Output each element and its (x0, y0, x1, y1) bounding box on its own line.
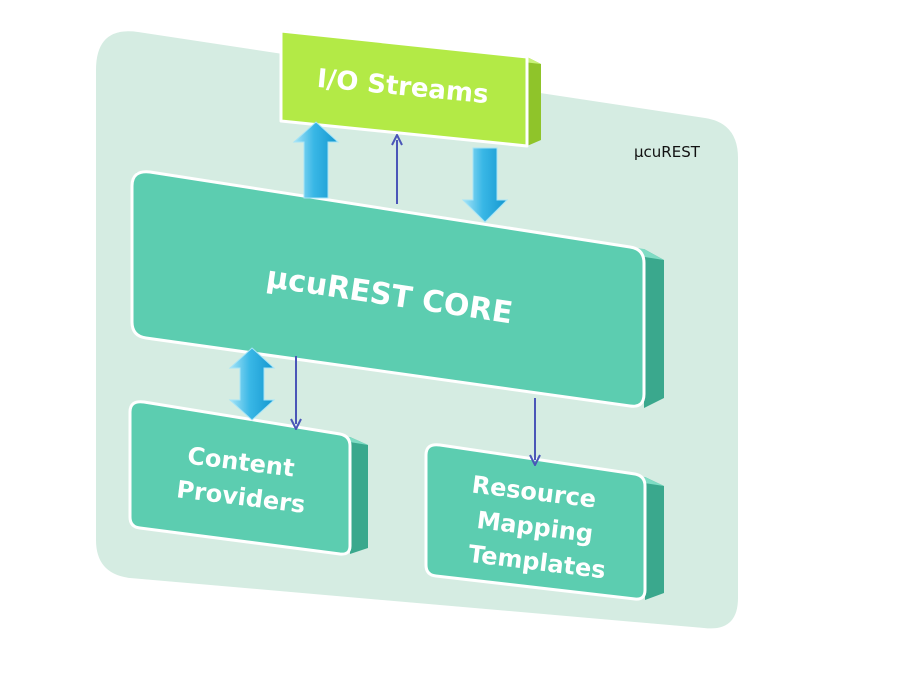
io-streams-box-front (279, 29, 529, 148)
content-providers-box-front (128, 400, 352, 556)
io-streams-box[interactable]: I/O Streams (279, 29, 541, 148)
core-box[interactable]: µcuREST CORE (130, 170, 664, 408)
core-box-front (130, 170, 646, 408)
core-content-providers-bidirectional-arrow (228, 347, 276, 421)
io-streams-box-side (527, 57, 541, 146)
container-label: µcuREST (634, 143, 701, 161)
resource-mapping-box[interactable]: Resource Mapping Templates (424, 443, 664, 601)
core-to-io-thick-arrow (292, 121, 340, 199)
core-box-side (644, 249, 664, 408)
content-providers-box-side (350, 437, 368, 554)
resource-mapping-box-side (645, 477, 664, 600)
content-providers-box[interactable]: Content Providers (128, 400, 368, 556)
io-to-core-thick-arrow (461, 147, 509, 223)
resource-mapping-box-front (424, 443, 647, 601)
